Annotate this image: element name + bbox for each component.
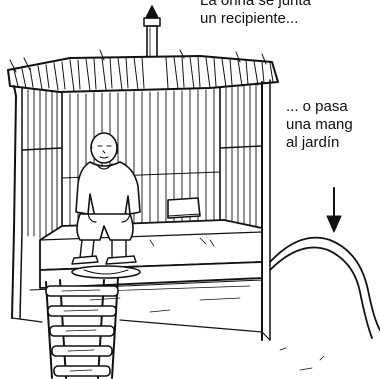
thatched-roof: [7, 49, 279, 93]
caption-top: La orina se junta un recipiente...: [200, 0, 311, 28]
caption-top-line-2: un recipiente...: [200, 10, 299, 27]
ladder: [45, 277, 119, 379]
caption-side-line-1: ... o pasa: [286, 98, 348, 115]
ground-marks: [279, 347, 325, 371]
caption-top-line-1: La orina se junta: [200, 0, 311, 9]
caption-side: ... o pasa una mang al jardín: [286, 98, 353, 152]
seated-person: [71, 132, 141, 265]
caption-side-line-3: al jardín: [286, 134, 340, 151]
seat-rim: [71, 265, 141, 279]
caption-side-line-2: una mang: [286, 116, 353, 133]
hut-walls: [11, 79, 271, 341]
hose: [269, 236, 380, 339]
vent-pipe: [143, 5, 161, 65]
down-arrow-icon: [326, 187, 342, 233]
